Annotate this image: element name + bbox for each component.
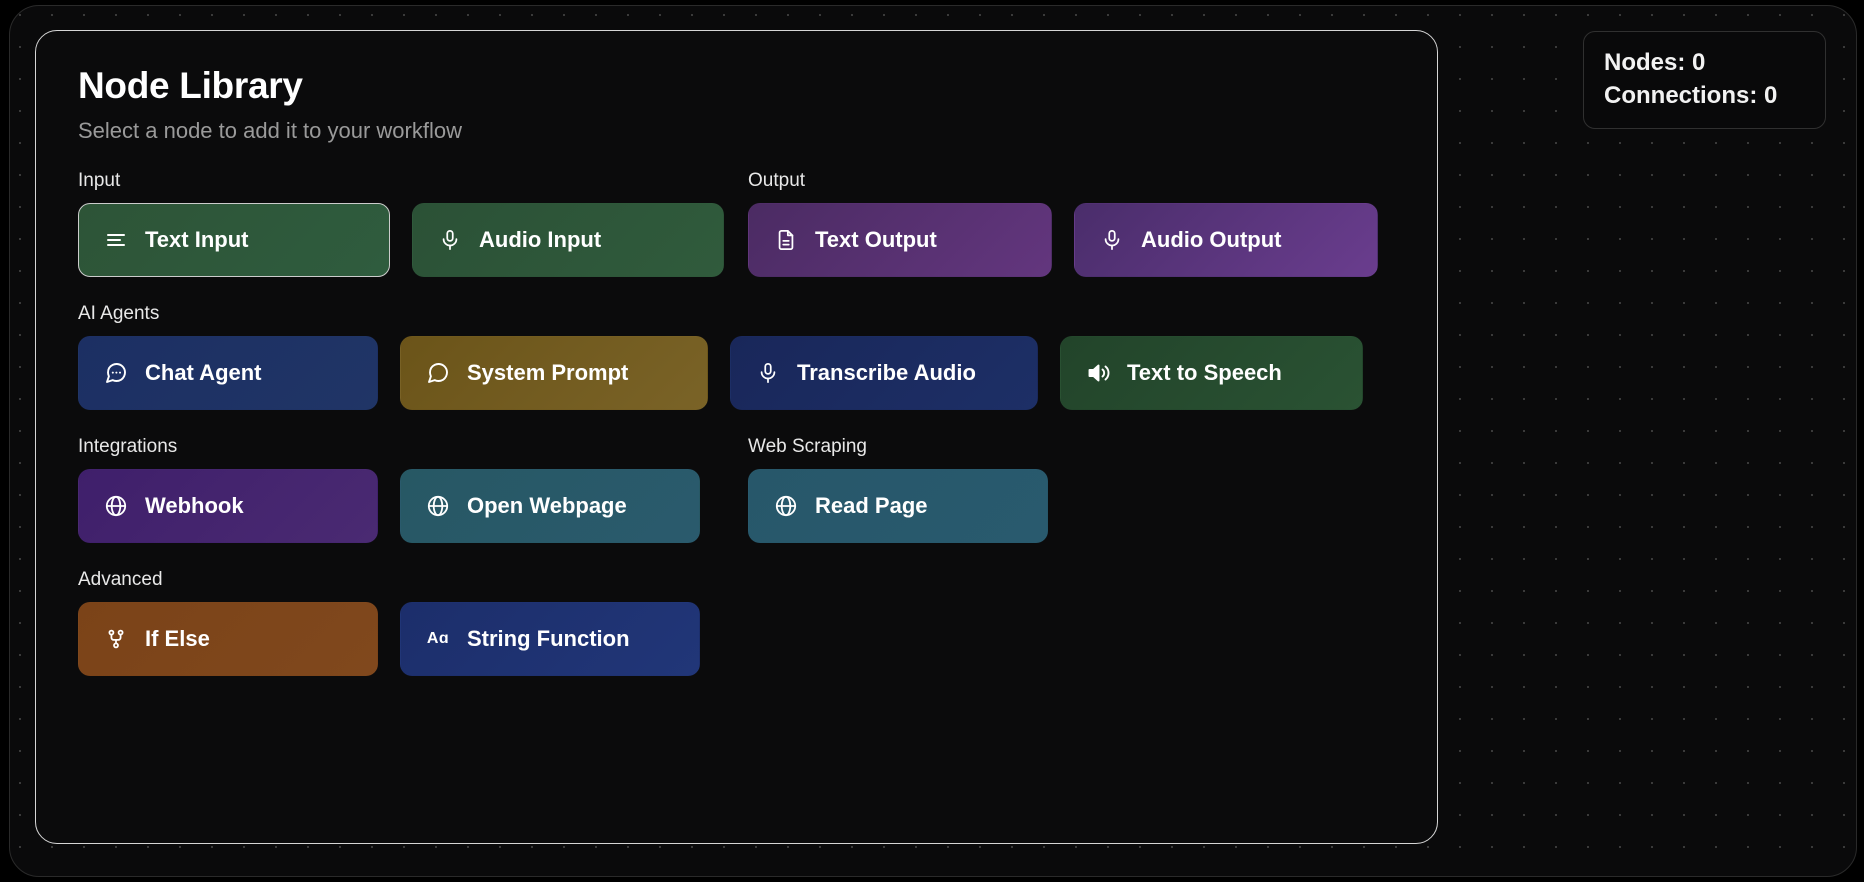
node-card-open-webpage[interactable]: Open Webpage bbox=[400, 468, 700, 543]
section-integrations: Integrations Webhook bbox=[78, 436, 748, 543]
microphone-icon bbox=[437, 227, 463, 253]
node-card-label: Text Input bbox=[145, 226, 249, 252]
section-label-ai-agents: AI Agents bbox=[78, 302, 160, 324]
node-card-label: Audio Output bbox=[1141, 226, 1282, 252]
node-card-audio-output[interactable]: Audio Output bbox=[1074, 202, 1378, 277]
node-card-transcribe-audio[interactable]: Transcribe Audio bbox=[730, 335, 1038, 410]
workflow-canvas[interactable]: Node Library Select a node to add it to … bbox=[9, 5, 1857, 877]
card-row-advanced: If Else Aɑ String Function bbox=[78, 601, 1395, 676]
section-advanced: Advanced If Else bbox=[78, 569, 1395, 676]
speaker-icon bbox=[1085, 360, 1111, 386]
node-card-text-output[interactable]: Text Output bbox=[748, 202, 1052, 277]
node-library-panel: Node Library Select a node to add it to … bbox=[35, 30, 1438, 844]
node-card-if-else[interactable]: If Else bbox=[78, 601, 378, 676]
node-card-label: Text to Speech bbox=[1127, 359, 1282, 385]
node-card-label: String Function bbox=[467, 625, 630, 651]
page-subtitle: Select a node to add it to your workflow bbox=[78, 117, 462, 143]
section-label-integrations: Integrations bbox=[78, 435, 178, 457]
node-card-label: Audio Input bbox=[479, 226, 602, 252]
text-lines-icon bbox=[103, 227, 129, 253]
git-branch-icon bbox=[103, 626, 129, 652]
section-label-input: Input bbox=[78, 169, 121, 191]
card-row-ai-agents: Chat Agent System Prompt bbox=[78, 335, 1395, 410]
node-card-label: System Prompt bbox=[467, 359, 629, 385]
node-card-string-function[interactable]: Aɑ String Function bbox=[400, 601, 700, 676]
node-card-label: Read Page bbox=[815, 492, 928, 518]
globe-icon bbox=[425, 493, 451, 519]
section-label-web-scraping: Web Scraping bbox=[748, 435, 867, 457]
section-web-scraping: Web Scraping Read Page bbox=[748, 436, 1395, 543]
aa-text-icon: Aɑ bbox=[426, 629, 450, 647]
stats-connections-count: Connections: 0 bbox=[1604, 82, 1778, 110]
chat-bubble-dots-icon bbox=[103, 360, 129, 386]
node-card-chat-agent[interactable]: Chat Agent bbox=[78, 335, 378, 410]
section-row-input-output: Input Text Input bbox=[78, 170, 1395, 277]
node-card-read-page[interactable]: Read Page bbox=[748, 468, 1048, 543]
node-card-label: If Else bbox=[145, 625, 210, 651]
node-card-label: Open Webpage bbox=[467, 492, 627, 518]
node-card-webhook[interactable]: Webhook bbox=[78, 468, 378, 543]
card-row-output: Text Output Audio Output bbox=[748, 202, 1395, 277]
workflow-stats-panel: Nodes: 0 Connections: 0 bbox=[1583, 31, 1826, 130]
stats-nodes-count: Nodes: 0 bbox=[1604, 49, 1706, 76]
node-card-text-to-speech[interactable]: Text to Speech bbox=[1060, 335, 1363, 410]
card-row-web-scraping: Read Page bbox=[748, 468, 1395, 543]
section-ai-agents: AI Agents Chat Agent bbox=[78, 303, 1395, 410]
node-card-system-prompt[interactable]: System Prompt bbox=[400, 335, 708, 410]
section-input: Input Text Input bbox=[78, 170, 748, 277]
microphone-icon bbox=[1099, 227, 1125, 253]
microphone-icon bbox=[755, 360, 781, 386]
section-label-advanced: Advanced bbox=[78, 568, 163, 590]
node-card-label: Webhook bbox=[145, 492, 244, 518]
chat-bubble-icon bbox=[425, 360, 451, 386]
section-label-output: Output bbox=[748, 169, 806, 191]
globe-icon bbox=[773, 493, 799, 519]
node-card-label: Transcribe Audio bbox=[797, 359, 976, 385]
card-row-integrations: Webhook Open Webpage bbox=[78, 468, 748, 543]
section-row-integrations-webscraping: Integrations Webhook bbox=[78, 436, 1395, 543]
section-output: Output Text Output bbox=[748, 170, 1395, 277]
node-card-label: Chat Agent bbox=[145, 359, 262, 385]
globe-icon bbox=[103, 493, 129, 519]
card-row-input: Text Input Audio Input bbox=[78, 202, 748, 277]
node-card-text-input[interactable]: Text Input bbox=[78, 202, 390, 277]
node-card-label: Text Output bbox=[815, 226, 937, 252]
page-title: Node Library bbox=[78, 65, 303, 106]
node-card-audio-input[interactable]: Audio Input bbox=[412, 202, 724, 277]
document-icon bbox=[773, 227, 799, 253]
